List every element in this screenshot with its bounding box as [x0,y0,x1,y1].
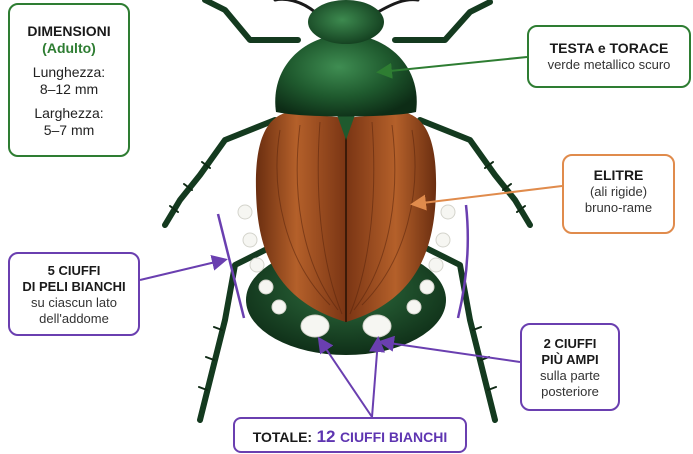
side-tufts-callout-arrow [140,260,224,280]
total-number: 12 [317,427,336,446]
side-tufts-desc-1: su ciascun lato [10,295,138,311]
rear-tufts-title-2: PIÙ AMPI [522,352,618,368]
rear-tufts-desc-1: sulla parte [522,368,618,384]
side-tufts-card: 5 CIUFFI DI PELI BIANCHI su ciascun lato… [8,252,140,336]
side-tufts-desc-2: dell'addome [10,311,138,327]
head [308,0,384,44]
total-words: CIUFFI BIANCHI [340,429,447,445]
length-label: Lunghezza: [10,64,128,81]
head-thorax-desc: verde metallico scuro [529,57,689,73]
side-tufts-title-2: DI PELI BIANCHI [10,279,138,295]
rear-tufts-title-1: 2 CIUFFI [522,336,618,352]
dimensions-subtitle: (Adulto) [10,40,128,57]
rear-tufts-callout-arrow [382,342,520,362]
width-value: 5–7 mm [10,122,128,139]
elytra-title: ELITRE [564,167,673,184]
head-thorax-card: TESTA e TORACE verde metallico scuro [527,25,691,88]
elytra-card: ELITRE (ali rigide) bruno-rame [562,154,675,234]
elytra-desc: bruno-rame [564,200,673,216]
total-card: TOTALE: 12 CIUFFI BIANCHI [233,417,467,453]
rear-tufts-desc-2: posteriore [522,384,618,400]
elytra-line2: (ali rigide) [564,184,673,200]
total-label: TOTALE: [253,429,312,445]
length-value: 8–12 mm [10,81,128,98]
dimensions-title: DIMENSIONI [10,23,128,40]
rear-tufts-card: 2 CIUFFI PIÙ AMPI sulla parte posteriore [520,323,620,411]
width-label: Larghezza: [10,105,128,122]
side-tufts-title-1: 5 CIUFFI [10,263,138,279]
thorax [275,34,417,117]
elytra-callout-arrow [414,186,562,204]
dimensions-card: DIMENSIONI (Adulto) Lunghezza: 8–12 mm L… [8,3,130,157]
head-thorax-title: TESTA e TORACE [529,40,689,57]
